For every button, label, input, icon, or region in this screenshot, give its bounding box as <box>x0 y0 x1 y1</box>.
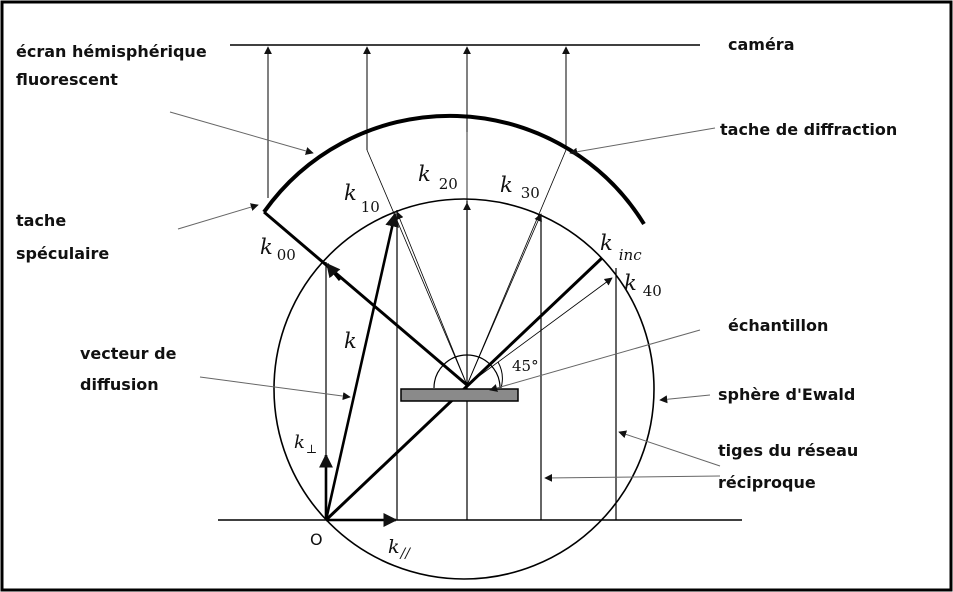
label-specular: tache <box>16 211 66 230</box>
leader-specular <box>177 203 259 230</box>
k-par-main: k <box>388 536 400 558</box>
label-sample: échantillon <box>728 316 828 335</box>
leader-ewald <box>659 394 711 404</box>
label-rods-2: réciproque <box>718 473 816 492</box>
k-inc-main: k <box>600 231 613 255</box>
label-k40: k 40 <box>624 271 662 300</box>
ray-10-tip <box>395 211 468 386</box>
label-rods: tiges du réseau <box>718 441 858 460</box>
label-k: k <box>344 329 357 353</box>
label-camera: caméra <box>728 35 795 54</box>
sample <box>400 388 519 402</box>
label-spot: tache de diffraction <box>720 120 897 139</box>
label-scattering-2: diffusion <box>80 375 159 394</box>
leader-sample <box>489 329 701 392</box>
k-vector <box>324 212 400 521</box>
k00-vector <box>263 210 468 387</box>
k20-sub: 20 <box>439 175 458 193</box>
leader-screen <box>169 111 314 155</box>
leader-rods-2 <box>544 473 721 482</box>
label-origin: O <box>310 530 323 549</box>
k00-main: k <box>260 235 273 259</box>
k40-sub: 40 <box>643 282 662 300</box>
ray-30 <box>466 149 567 386</box>
angle-semicircle <box>433 354 501 389</box>
ray-40-tip <box>466 277 613 386</box>
k10-sub: 10 <box>361 198 380 216</box>
ewald-sphere <box>273 198 655 580</box>
k00-sub: 00 <box>277 246 296 264</box>
label-k20: k 20 <box>418 162 458 193</box>
ray-10 <box>366 149 468 386</box>
k20-main: k <box>418 162 431 186</box>
label-screen: écran hémisphérique <box>16 42 207 61</box>
label-k30: k 30 <box>500 173 540 202</box>
k30-sub: 30 <box>521 184 540 202</box>
leader-spot <box>569 127 716 156</box>
k-inc-sub: inc <box>619 246 642 264</box>
k40-main: k <box>624 271 637 295</box>
k-par-sub: // <box>399 546 412 562</box>
label-k10: k10 <box>344 181 380 216</box>
label-ewald: sphère d'Ewald <box>718 385 855 404</box>
leader-rods-1 <box>618 430 721 467</box>
label-k-perp: k⊥ <box>294 432 317 456</box>
k00-arrowhead <box>325 262 342 281</box>
k30-main: k <box>500 173 513 197</box>
hemispherical-screen <box>262 113 646 226</box>
k-perp-sub: ⊥ <box>306 442 317 456</box>
label-angle: 45° <box>512 357 539 375</box>
leader-scattering <box>199 376 351 401</box>
label-scattering: vecteur de <box>80 344 177 363</box>
ray-30-tip <box>466 213 542 386</box>
label-specular-2: spéculaire <box>16 244 109 263</box>
label-k-par: k// <box>388 536 411 562</box>
k10-main: k <box>344 181 357 205</box>
label-screen-2: fluorescent <box>16 70 118 89</box>
k-perp-main: k <box>294 432 305 453</box>
